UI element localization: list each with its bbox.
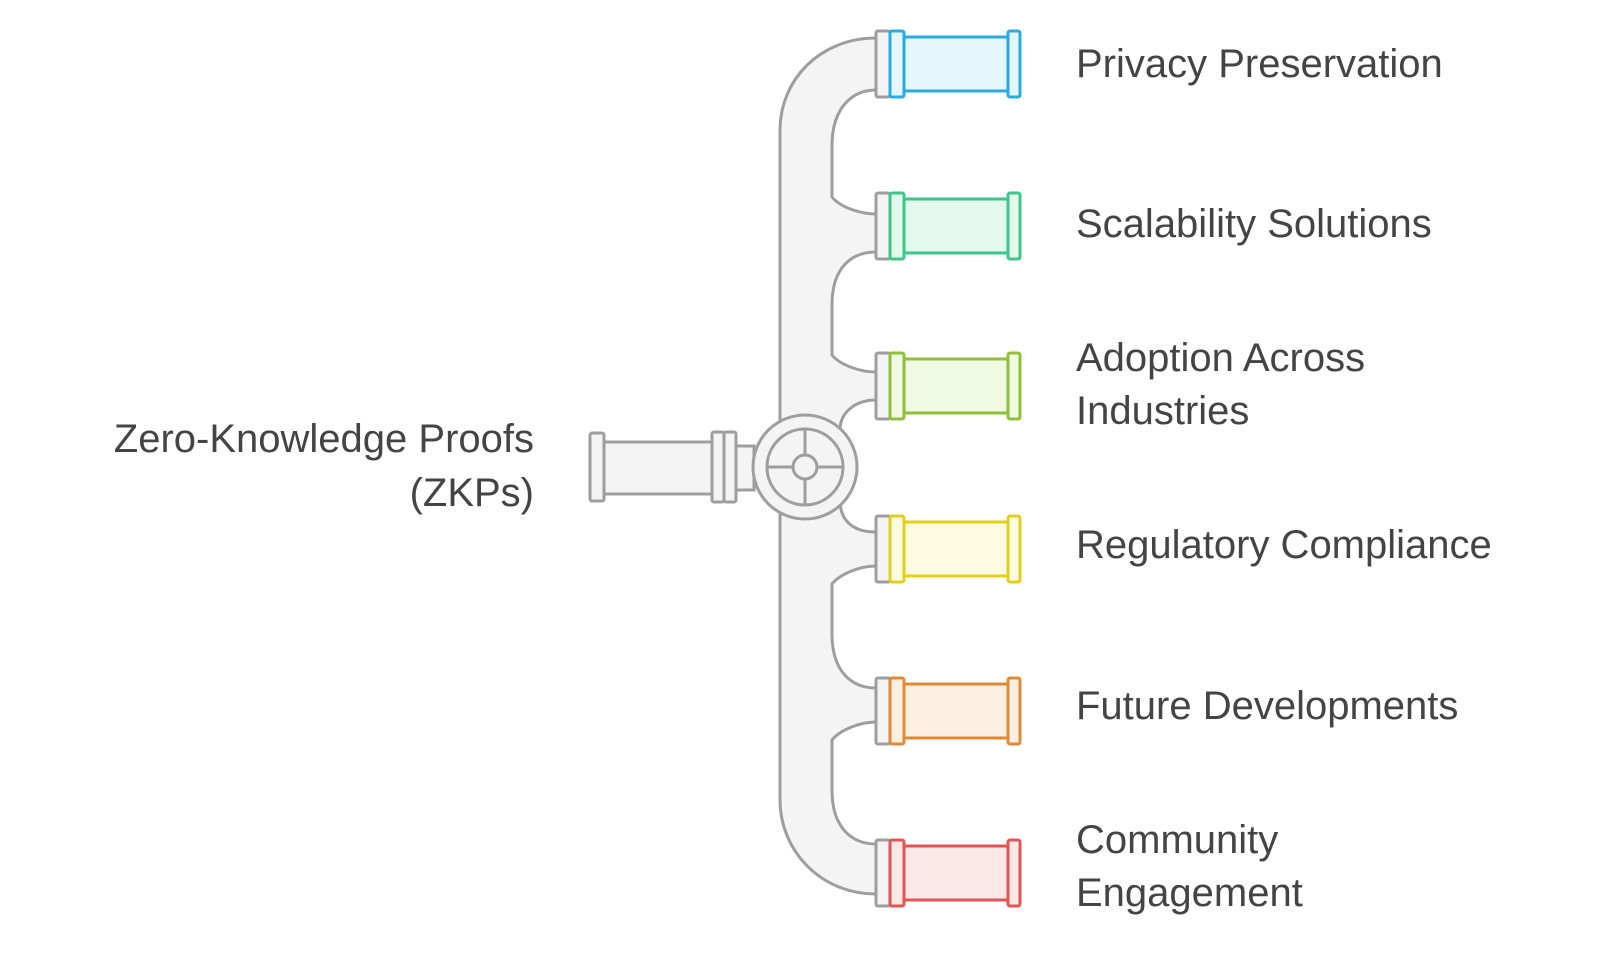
branch-label-line: Adoption Across (1076, 336, 1366, 380)
outlet-pipe-body (902, 357, 1010, 415)
branch-label-future-developments: Future Developments (1076, 680, 1458, 733)
inlet-neck (734, 444, 756, 492)
outlet-grey-flange (874, 676, 892, 746)
branch-label-community-engagement: Community Engagement (1076, 814, 1303, 920)
pipe-manifold (588, 36, 878, 896)
outlet-adoption-across-industries (874, 351, 1022, 421)
source-label: Zero-Knowledge Proofs (ZKPs) (114, 412, 534, 520)
outlet-grey-flange (874, 514, 892, 584)
source-label-line-2: (ZKPs) (409, 471, 534, 515)
outlet-end-flange (1006, 676, 1022, 746)
outlet-community-engagement (874, 838, 1022, 908)
inlet-pipe (602, 440, 714, 496)
outlet-end-flange (1006, 514, 1022, 584)
outlet-inner-flange (888, 676, 906, 746)
branch-label-regulatory-compliance: Regulatory Compliance (1076, 519, 1492, 572)
outlet-inner-flange (888, 29, 906, 99)
branch-label-scalability-solutions: Scalability Solutions (1076, 198, 1432, 251)
branch-label-line: Future Developments (1076, 684, 1459, 728)
branch-label-line: Privacy Preservation (1076, 42, 1443, 86)
outlet-grey-flange (874, 29, 892, 99)
outlet-privacy-preservation (874, 29, 1022, 99)
branch-label-line: Industries (1076, 389, 1250, 433)
inlet-end-flange (588, 431, 606, 503)
outlet-pipes (874, 29, 1022, 908)
source-label-line-1: Zero-Knowledge Proofs (113, 417, 534, 461)
branch-label-adoption-across-industries: Adoption Across Industries (1076, 332, 1365, 438)
outlet-grey-flange (874, 191, 892, 261)
outlet-grey-flange (874, 351, 892, 421)
inlet-flange-b (722, 430, 738, 504)
inlet-flange-a (710, 430, 726, 504)
outlet-pipe-body (902, 520, 1010, 578)
outlet-scalability-solutions (874, 191, 1022, 261)
outlet-pipe-body (902, 35, 1010, 93)
outlet-inner-flange (888, 514, 906, 584)
branch-label-privacy-preservation: Privacy Preservation (1076, 38, 1443, 91)
outlet-regulatory-compliance (874, 514, 1022, 584)
outlet-inner-flange (888, 351, 906, 421)
branch-label-line: Community (1076, 818, 1279, 862)
outlet-inner-flange (888, 838, 906, 908)
outlet-end-flange (1006, 191, 1022, 261)
outlet-end-flange (1006, 351, 1022, 421)
outlet-pipe-body (902, 844, 1010, 902)
outlet-inner-flange (888, 191, 906, 261)
outlet-end-flange (1006, 838, 1022, 908)
branch-label-line: Engagement (1076, 871, 1303, 915)
valve-hub (791, 453, 819, 481)
outlet-future-developments (874, 676, 1022, 746)
outlet-pipe-body (902, 197, 1010, 255)
outlet-grey-flange (874, 838, 892, 908)
outlet-end-flange (1006, 29, 1022, 99)
branch-label-line: Regulatory Compliance (1076, 523, 1492, 567)
branch-label-line: Scalability Solutions (1076, 202, 1432, 246)
outlet-pipe-body (902, 682, 1010, 740)
